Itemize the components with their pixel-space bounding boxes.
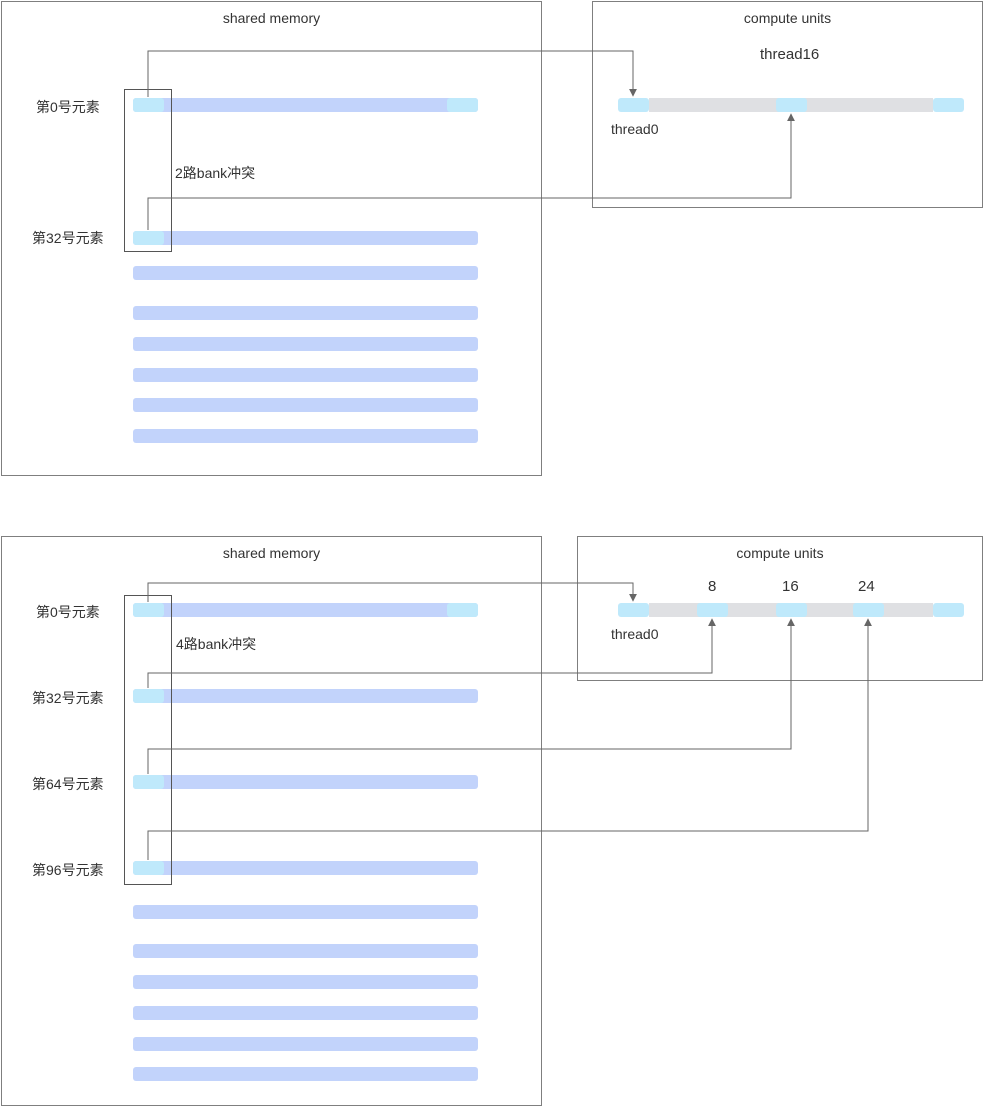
memory-row-element-96	[133, 861, 478, 875]
thread-cell-16	[776, 98, 807, 112]
memory-row-element-32	[133, 689, 478, 703]
thread0-label: thread0	[611, 626, 659, 642]
shared-memory-title: shared memory	[222, 545, 321, 561]
bank-cell	[133, 603, 164, 617]
shared-memory-panel-1: shared memory	[1, 1, 542, 476]
memory-row	[133, 975, 478, 989]
thread-cell-24	[853, 603, 884, 617]
bank-conflict-label: 2路bank冲突	[175, 165, 256, 181]
thread-cell-0	[618, 98, 649, 112]
bank-cell	[447, 98, 478, 112]
memory-row	[133, 368, 478, 382]
bank-cell	[447, 603, 478, 617]
memory-row	[133, 1006, 478, 1020]
connector-arrow	[147, 618, 872, 860]
thread16-label: 16	[782, 578, 799, 595]
thread-cell-16	[776, 603, 807, 617]
memory-row	[133, 398, 478, 412]
thread24-label: 24	[858, 578, 875, 595]
thread8-label: 8	[708, 578, 717, 595]
row-label-element-32: 第32号元素	[32, 230, 104, 246]
compute-units-title: compute units	[736, 545, 824, 561]
connector-arrow	[147, 50, 637, 97]
row-label-element-0: 第0号元素	[36, 99, 100, 115]
memory-row-element-32	[133, 231, 478, 245]
memory-row	[133, 429, 478, 443]
bank-cell	[133, 98, 164, 112]
thread-cell-0	[618, 603, 649, 617]
connector-arrow	[147, 113, 795, 230]
memory-row	[133, 1067, 478, 1081]
row-label-element-32: 第32号元素	[32, 690, 104, 706]
bank-cell	[133, 861, 164, 875]
connector-arrow	[147, 618, 716, 688]
bank-cell	[133, 775, 164, 789]
memory-row	[133, 905, 478, 919]
bank-cell	[133, 231, 164, 245]
compute-units-title: compute units	[743, 10, 832, 26]
memory-row	[133, 337, 478, 351]
bank-cell	[133, 689, 164, 703]
thread-cell-end	[933, 603, 964, 617]
memory-row-element-64	[133, 775, 478, 789]
thread-cell-end	[933, 98, 964, 112]
bank-conflict-label: 4路bank冲突	[176, 636, 257, 652]
thread16-label: thread16	[760, 46, 820, 63]
connector-arrow	[147, 582, 637, 602]
memory-row-element-0	[133, 98, 478, 112]
row-label-element-0: 第0号元素	[36, 604, 100, 620]
thread0-label: thread0	[611, 121, 659, 137]
thread-cell-8	[697, 603, 728, 617]
connector-arrow	[147, 618, 795, 774]
memory-row	[133, 266, 478, 280]
shared-memory-title: shared memory	[222, 10, 321, 26]
memory-row-element-0	[133, 603, 478, 617]
row-label-element-96: 第96号元素	[32, 862, 104, 878]
memory-row	[133, 944, 478, 958]
row-label-element-64: 第64号元素	[32, 776, 104, 792]
memory-row	[133, 1037, 478, 1051]
memory-row	[133, 306, 478, 320]
